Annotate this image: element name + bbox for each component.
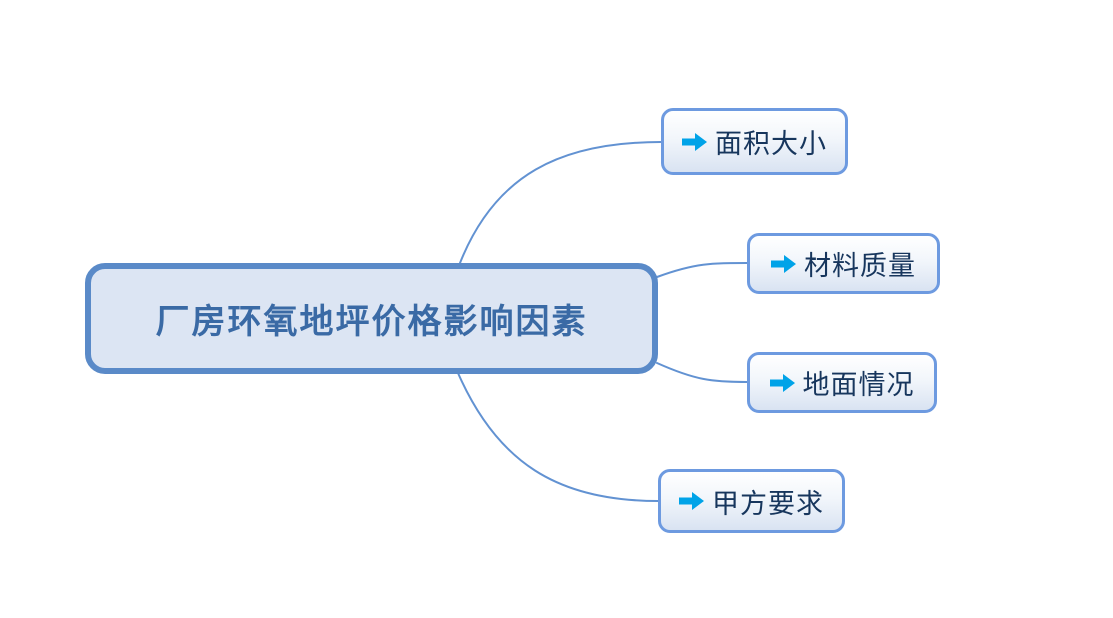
arrow-right-icon	[679, 491, 705, 511]
branch-node-ground-condition[interactable]: 地面情况	[747, 352, 937, 413]
root-node-label: 厂房环氧地坪价格影响因素	[155, 303, 588, 341]
connector-line	[656, 262, 748, 278]
connector-line	[656, 362, 748, 383]
branch-node-label: 面积大小	[715, 129, 827, 159]
root-node[interactable]: 厂房环氧地坪价格影响因素	[85, 263, 658, 374]
connector-line	[457, 372, 659, 502]
branch-node-material-quality[interactable]: 材料质量	[747, 233, 940, 294]
branch-node-label: 地面情况	[802, 370, 915, 400]
connector-line	[459, 141, 662, 264]
branch-node-client-requirements[interactable]: 甲方要求	[658, 469, 845, 533]
arrow-right-icon	[682, 132, 708, 152]
branch-node-label: 材料质量	[804, 251, 916, 281]
branch-node-label: 甲方要求	[712, 488, 824, 519]
arrow-right-icon	[769, 373, 796, 393]
branch-node-area-size[interactable]: 面积大小	[661, 108, 848, 175]
arrow-right-icon	[771, 254, 797, 274]
